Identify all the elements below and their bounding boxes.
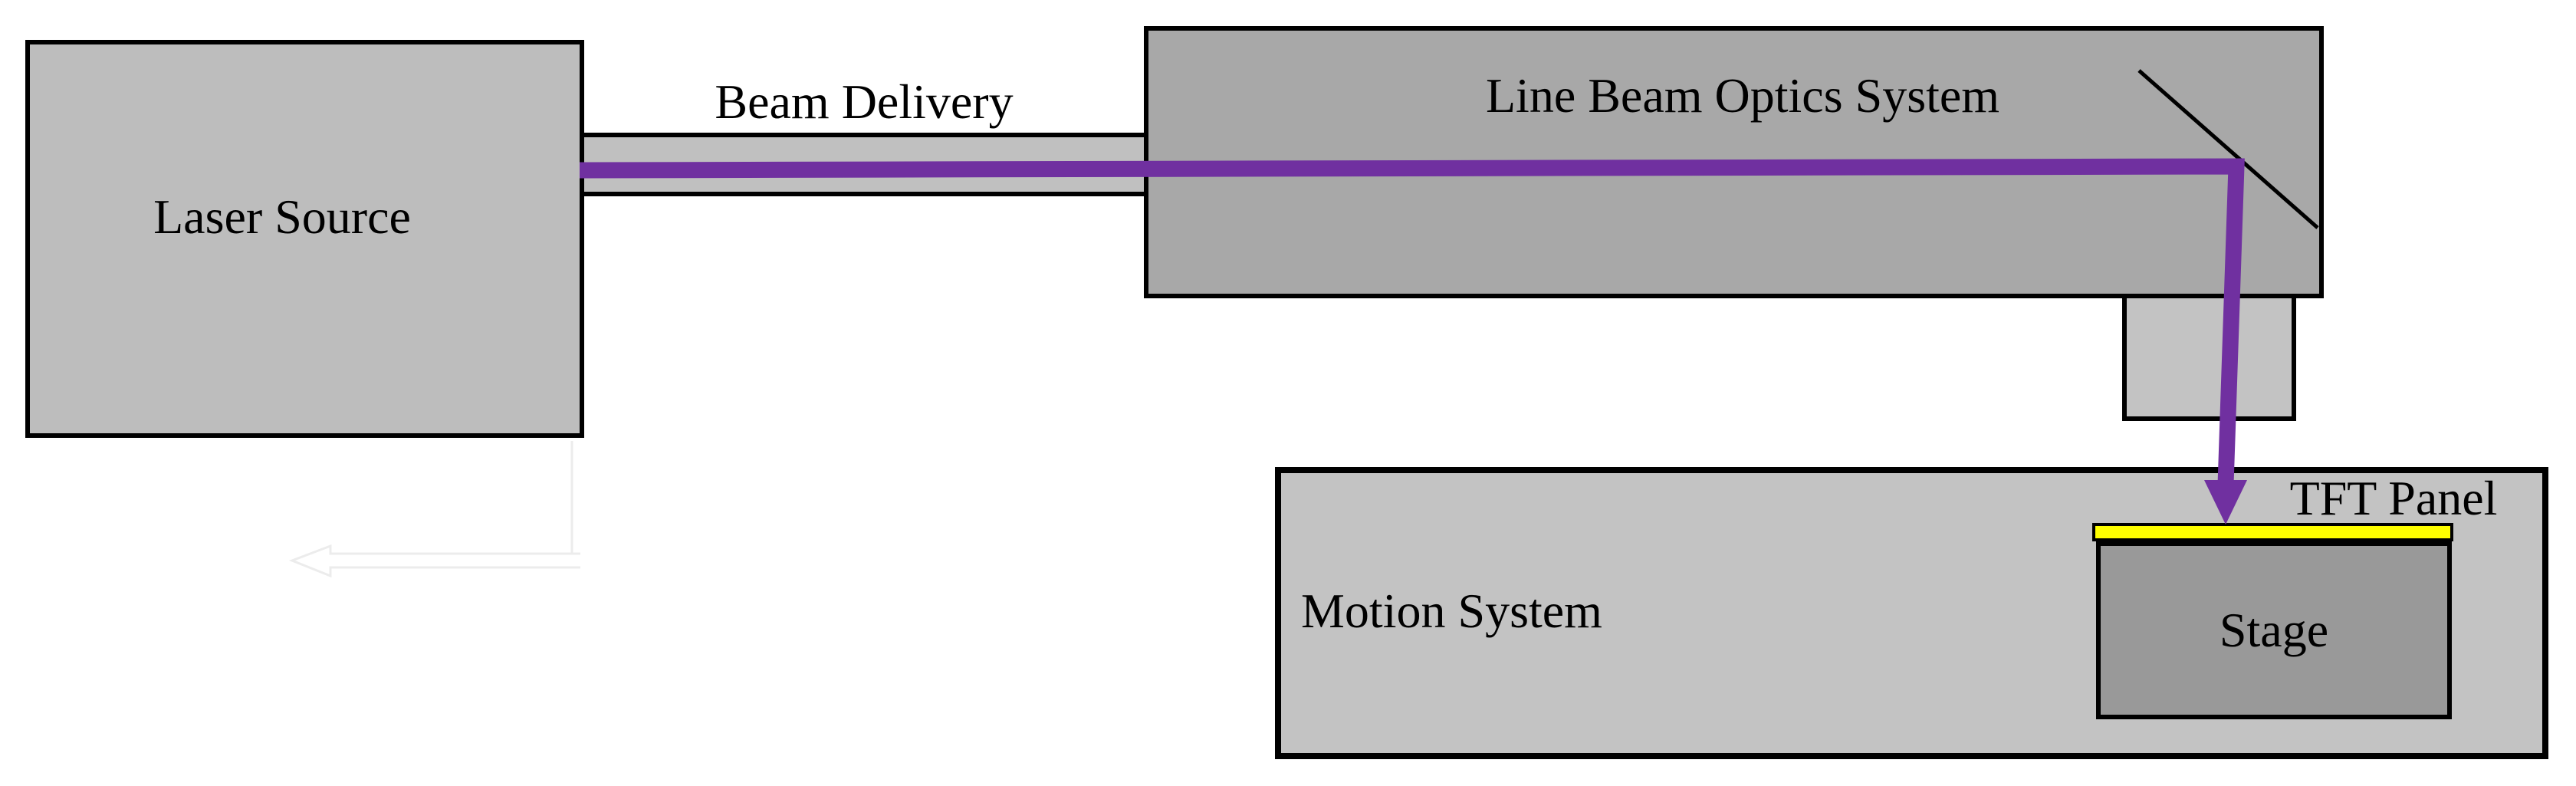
laser-source-box	[25, 40, 584, 438]
optics-output-port-box	[2122, 291, 2296, 421]
tft-panel-label: TFT Panel	[2289, 470, 2498, 525]
beam-delivery-label: Beam Delivery	[715, 74, 1014, 129]
laser-source-label: Laser Source	[153, 189, 411, 244]
ghost-left-arrow	[288, 441, 580, 578]
stage-label: Stage	[2219, 602, 2329, 657]
tft-panel-strip	[2092, 523, 2453, 541]
stage-box	[2096, 541, 2452, 719]
motion-system-label: Motion System	[1301, 583, 1602, 638]
line-beam-optics-box	[1144, 26, 2324, 298]
line-beam-optics-label: Line Beam Optics System	[1485, 67, 2000, 123]
beam-delivery-tube	[584, 133, 1144, 196]
